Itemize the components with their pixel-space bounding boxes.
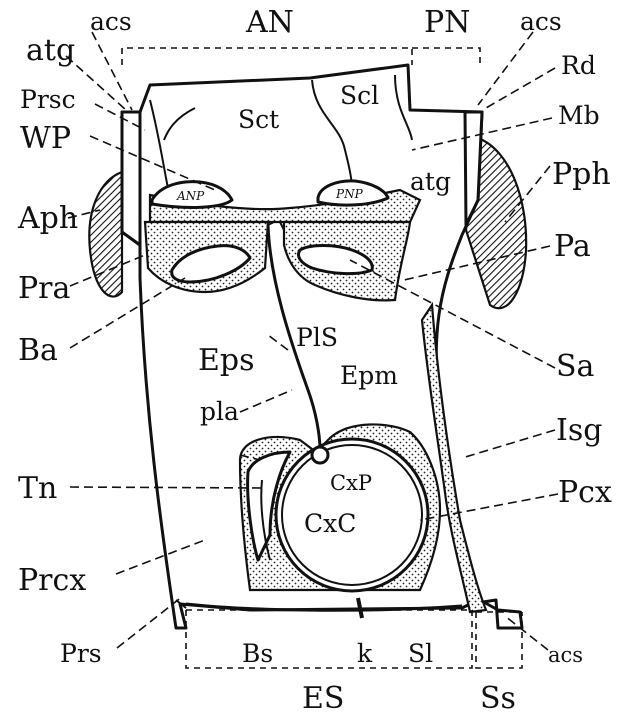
bracket-AN — [122, 48, 412, 65]
label-AN: AN — [245, 5, 294, 40]
label-Pa: Pa — [554, 229, 591, 264]
label-Tn: Tn — [18, 471, 57, 506]
label-PN: PN — [424, 5, 470, 40]
label-Sct: Sct — [238, 105, 279, 134]
label-Ss: Ss — [480, 681, 516, 716]
label-Ba: Ba — [18, 333, 58, 368]
label-Pph: Pph — [552, 157, 611, 192]
anterior-phragma — [89, 172, 122, 297]
label-CxC: CxC — [304, 509, 356, 538]
label-Aph: Aph — [17, 201, 78, 236]
label-acs-top-left: acs — [90, 7, 132, 36]
label-WP: WP — [20, 121, 71, 156]
label-Prsc: Prsc — [20, 85, 76, 114]
label-Scl: Scl — [340, 81, 379, 110]
label-Sl: Sl — [408, 639, 433, 668]
label-PNP: PNP — [335, 187, 364, 201]
anterior-side-strip — [122, 112, 140, 245]
label-ES: ES — [302, 681, 344, 716]
label-Prcx: Prcx — [18, 563, 86, 598]
label-Eps: Eps — [198, 343, 255, 378]
label-atg-left: atg — [26, 33, 75, 68]
label-Pcx: Pcx — [558, 475, 612, 510]
label-Rd: Rd — [561, 51, 596, 80]
label-acs-bottom-right: acs — [548, 643, 583, 667]
label-k: k — [357, 639, 373, 668]
bracket-PN — [412, 48, 480, 65]
label-acs-top-right: acs — [520, 7, 562, 36]
label-Prs: Prs — [60, 639, 102, 668]
label-Pra: Pra — [18, 271, 71, 306]
label-pla: pla — [200, 397, 239, 426]
label-CxP: CxP — [330, 471, 372, 495]
label-Mb: Mb — [558, 101, 600, 130]
label-atg-right: atg — [410, 167, 451, 196]
label-ANP: ANP — [176, 189, 205, 203]
label-Isg: Isg — [556, 413, 602, 448]
label-Epm: Epm — [340, 361, 398, 390]
coxal-process — [312, 447, 328, 463]
label-Sa: Sa — [556, 349, 595, 384]
label-Bs: Bs — [242, 639, 273, 668]
label-PlS: PlS — [296, 323, 338, 352]
